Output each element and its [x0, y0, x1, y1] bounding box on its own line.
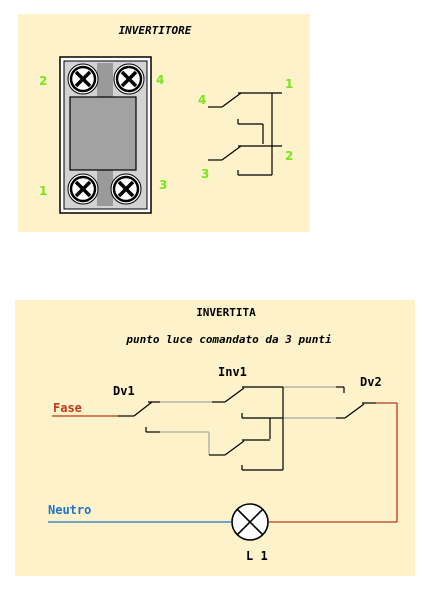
return-wire — [269, 402, 398, 523]
invertita-title: INVERTITA — [196, 306, 256, 319]
terminal-label-1: 1 — [39, 184, 47, 198]
dv1-label: Dv1 — [113, 384, 135, 398]
lamp-label: L 1 — [246, 549, 268, 563]
invertitore-title: INVERTITORE — [119, 24, 192, 37]
screw-icon — [67, 63, 99, 95]
invertita-panel — [15, 300, 415, 576]
dv1-switch — [118, 401, 160, 433]
terminal-label-4: 4 — [156, 73, 164, 87]
traveler-wires — [160, 386, 336, 455]
lamp-icon — [231, 503, 269, 541]
invertita-subtitle: punto luce comandato da 3 punti — [125, 333, 331, 346]
inv1-label: Inv1 — [218, 365, 247, 379]
screw-icon — [110, 173, 142, 205]
terminal-label-3: 3 — [159, 178, 167, 192]
inv1-switch — [209, 386, 284, 471]
schematic-label-1: 1 — [285, 77, 293, 91]
schematic-label-4: 4 — [198, 93, 206, 107]
terminal-label-2: 2 — [39, 74, 47, 88]
schematic-label-3: 3 — [201, 167, 209, 181]
schematic-label-2: 2 — [285, 149, 293, 163]
neutro-label: Neutro — [48, 503, 91, 517]
fase-label: Fase — [53, 401, 82, 415]
screw-icon — [113, 63, 145, 95]
inverter-schematic — [208, 92, 282, 176]
screw-icon — [67, 173, 99, 205]
dv2-switch — [336, 386, 376, 419]
dv2-label: Dv2 — [360, 375, 382, 389]
